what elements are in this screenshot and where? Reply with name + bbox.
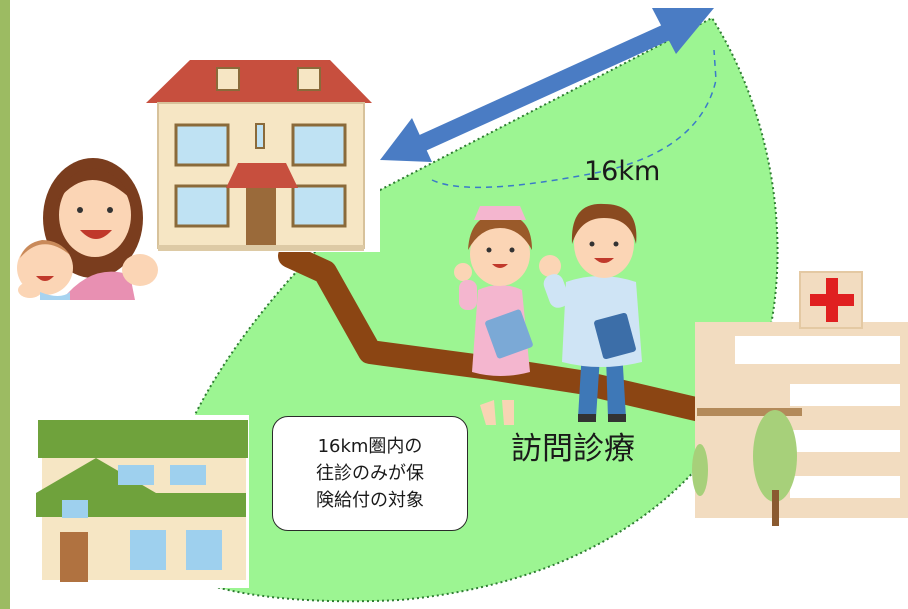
other-house [25, 415, 249, 588]
left-frame-bar [0, 0, 10, 609]
nurse [454, 206, 533, 425]
insurance-note-line-2: 往診のみが保 [316, 463, 424, 484]
mother-and-baby [17, 158, 158, 300]
insurance-note-line-1: 16km圏内の [317, 436, 423, 457]
radius-arc [431, 49, 717, 189]
insurance-note-line-3: 険給付の対象 [316, 490, 424, 511]
patient-house [140, 40, 380, 252]
doctor [539, 203, 642, 422]
distance-arrow [380, 8, 714, 162]
hospital [692, 271, 908, 526]
insurance-note-box: 16km圏内の 往診のみが保 険給付の対象 [272, 416, 468, 531]
road [278, 244, 712, 422]
distance-label: 16km [584, 156, 661, 187]
home-visit-label: 訪問診療 [511, 431, 635, 467]
